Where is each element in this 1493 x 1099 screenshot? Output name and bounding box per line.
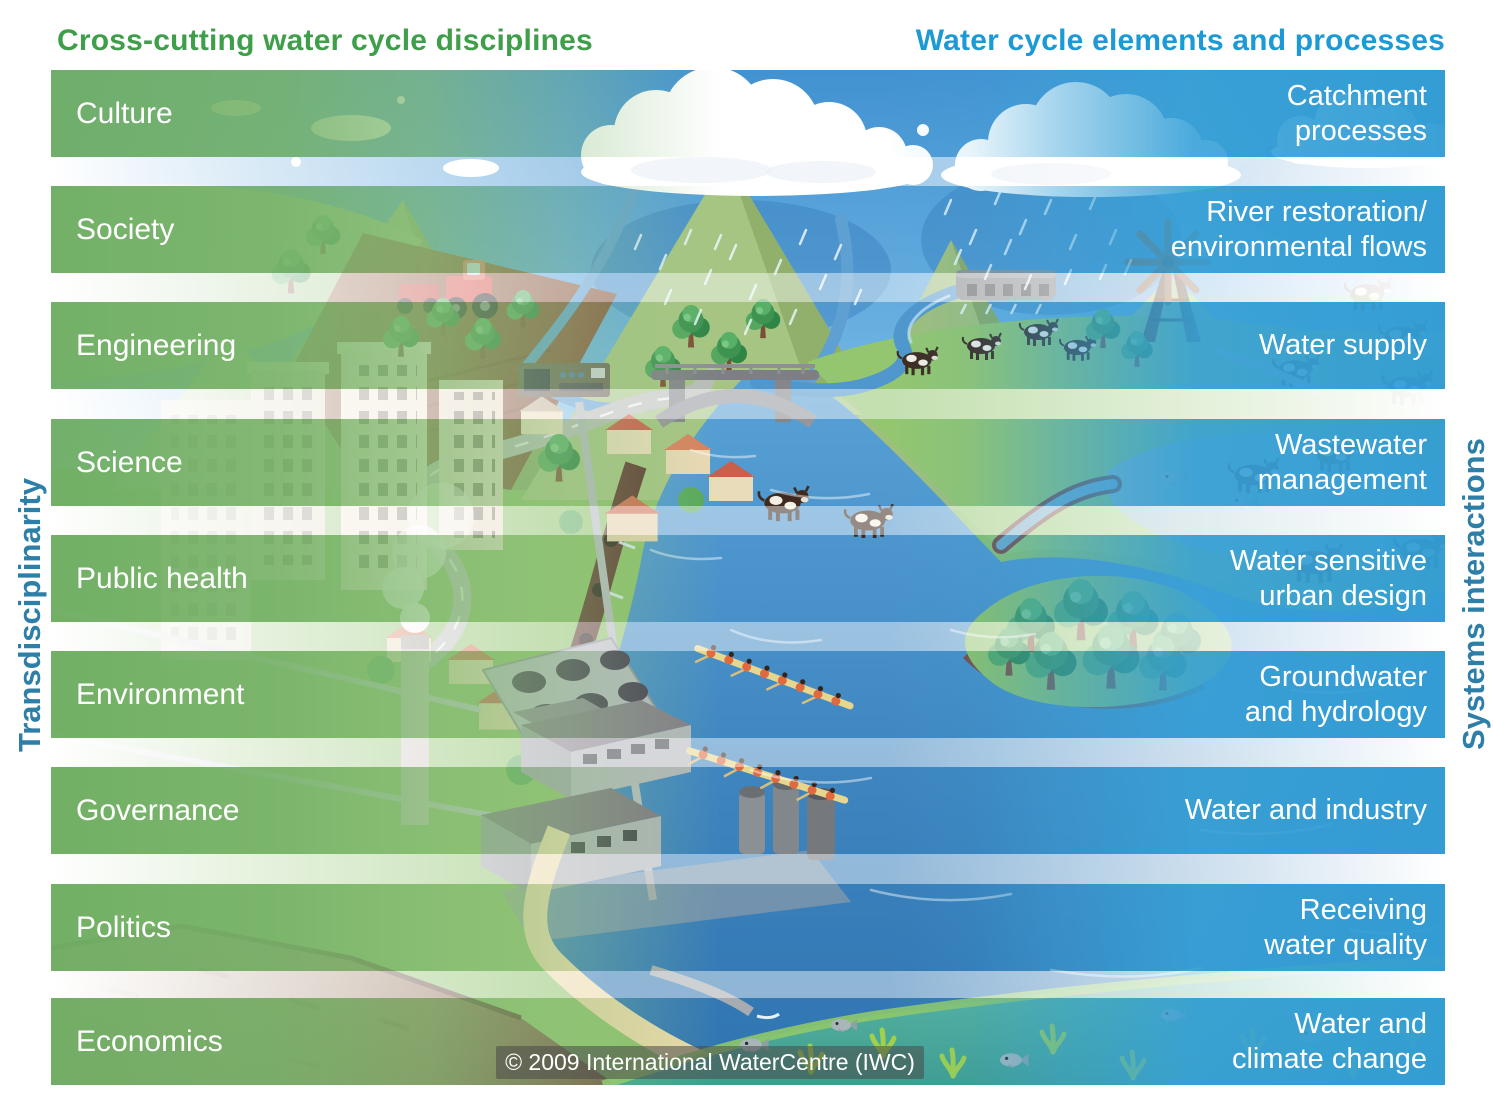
copyright-bar: © 2009 International WaterCentre (IWC)	[496, 1046, 924, 1079]
discipline-label: Governance	[76, 793, 240, 827]
row-governance: Governance Water and industry	[51, 767, 1445, 854]
disciplines-title: Cross-cutting water cycle disciplines	[57, 24, 593, 57]
row-culture: Culture Catchment processes	[51, 70, 1445, 157]
transdisciplinarity-label: Transdisciplinarity	[12, 478, 47, 752]
process-label: Wastewater management	[1257, 428, 1427, 496]
process-label: Groundwater and hydrology	[1244, 660, 1427, 728]
row-politics: Politics Receiving water quality	[51, 884, 1445, 971]
row-environment: Environment Groundwater and hydrology	[51, 651, 1445, 738]
discipline-label: Environment	[76, 677, 245, 711]
band-gap	[51, 273, 1445, 302]
process-label: River restoration/ environmental flows	[1170, 195, 1427, 263]
process-label: Catchment processes	[1286, 79, 1427, 147]
discipline-label: Economics	[76, 1024, 223, 1058]
row-public-health: Public health Water sensitive urban desi…	[51, 535, 1445, 622]
discipline-label: Politics	[76, 910, 172, 944]
process-label: Water supply	[1258, 329, 1427, 361]
process-label: Water sensitive urban design	[1229, 544, 1427, 612]
process-label: Water and climate change	[1231, 1007, 1427, 1075]
band-gap	[51, 738, 1445, 767]
band-gap	[51, 971, 1445, 998]
discipline-label: Engineering	[76, 328, 237, 362]
systems-interactions-label: Systems interactions	[1456, 438, 1491, 750]
row-engineering: Engineering Water supply	[51, 302, 1445, 389]
band-gap	[51, 157, 1445, 186]
discipline-label: Society	[76, 212, 175, 246]
process-label: Water and industry	[1184, 794, 1427, 826]
row-science: Science Wastewater management	[51, 419, 1445, 506]
discipline-label: Culture	[76, 96, 173, 130]
row-society: Society River restoration/ environmental…	[51, 186, 1445, 273]
band-gap	[51, 506, 1445, 535]
process-label: Receiving water quality	[1264, 893, 1427, 961]
processes-title: Water cycle elements and processes	[915, 24, 1445, 57]
band-gap	[51, 622, 1445, 651]
band-gap	[51, 854, 1445, 884]
discipline-label: Science	[76, 445, 183, 479]
discipline-label: Public health	[76, 561, 248, 595]
band-gap	[51, 389, 1445, 419]
